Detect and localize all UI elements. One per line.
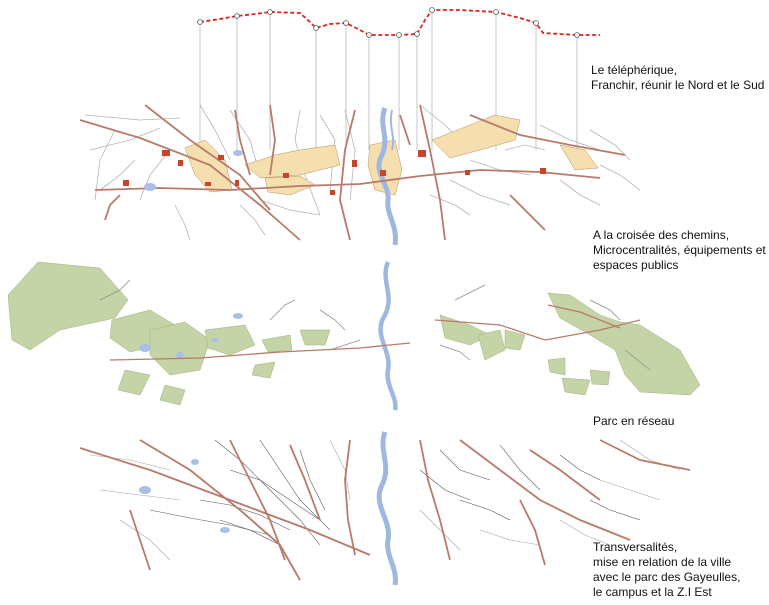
- map-centralities: [79, 104, 641, 246]
- dense-fabric: [149, 439, 641, 546]
- park-paths: [99, 279, 651, 371]
- ponds: [144, 150, 243, 191]
- cable-line: [199, 9, 600, 36]
- caption-croisee-line-3: espaces publics: [593, 258, 679, 272]
- caption-telepherique-line-2: Franchir, réunir le Nord et le Sud: [591, 78, 765, 92]
- main-roads: [79, 104, 626, 241]
- caption-transversalites: Transversalités, mise en relation de la …: [593, 540, 740, 600]
- station-10: [493, 9, 499, 15]
- caption-transversalites-line-3: avec le parc des Gayeulles,: [593, 570, 741, 584]
- station-5: [343, 20, 349, 26]
- transversal-roads: [79, 439, 691, 581]
- caption-parc: Parc en réseau: [593, 414, 674, 429]
- caption-croisee: A la croisée des chemins, Microcentralit…: [593, 228, 766, 273]
- park-ponds: [139, 313, 243, 358]
- station-1: [197, 19, 203, 25]
- station-2: [234, 13, 240, 19]
- station-3: [267, 9, 273, 15]
- caption-transversalites-line-2: mise en relation de la ville: [593, 555, 732, 569]
- light-streets: [84, 104, 641, 241]
- river: [376, 107, 398, 246]
- caption-telepherique: Le téléphérique, Franchir, réunir le Nor…: [591, 63, 764, 93]
- caption-croisee-line-1: A la croisée des chemins,: [593, 228, 730, 242]
- transversal-ponds: [139, 459, 230, 533]
- station-12: [574, 32, 580, 38]
- park-roads: [109, 304, 641, 361]
- map-transversalities: [79, 431, 691, 586]
- station-4: [313, 25, 319, 31]
- station-9: [429, 7, 435, 13]
- caption-telepherique-line-1: Le téléphérique,: [591, 63, 678, 77]
- station-11: [533, 20, 539, 26]
- park-areas: [7, 261, 701, 406]
- park-river: [378, 261, 398, 411]
- pylon-lines: [199, 10, 578, 150]
- station-markers: [197, 7, 580, 38]
- station-7: [396, 32, 402, 38]
- station-6: [366, 32, 372, 38]
- cable-car-profile: [197, 7, 600, 150]
- caption-transversalites-line-4: le campus et la Z.I Est: [593, 585, 712, 599]
- station-8: [414, 31, 420, 37]
- caption-croisee-line-2: Microcentralités, équipements et: [593, 243, 766, 257]
- caption-parc-line-1: Parc en réseau: [593, 414, 675, 428]
- map-park-network: [7, 261, 701, 411]
- caption-transversalites-line-1: Transversalités,: [593, 540, 678, 554]
- transversal-river: [376, 431, 398, 586]
